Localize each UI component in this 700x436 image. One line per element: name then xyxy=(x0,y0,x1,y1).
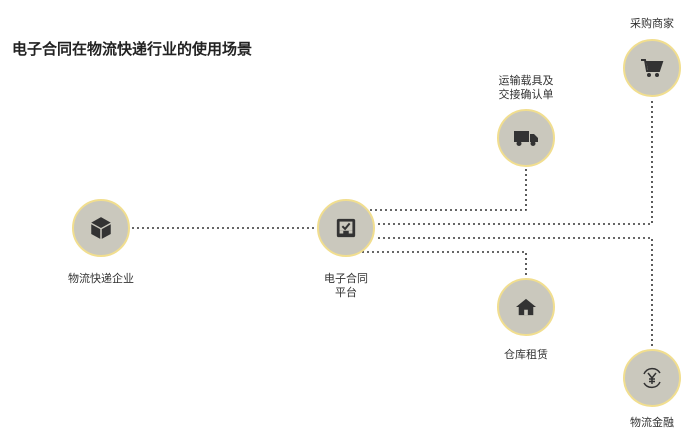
label-platform-line1: 电子合同 xyxy=(324,272,368,285)
label-purchase: 采购商家 xyxy=(630,17,674,30)
label-platform: 电子合同 平台 xyxy=(324,272,368,300)
line-platform-purchase xyxy=(378,98,653,225)
node-platform xyxy=(317,199,375,257)
label-transport-line2: 交接确认单 xyxy=(498,88,554,101)
page-title: 电子合同在物流快递行业的使用场景 xyxy=(12,40,253,58)
box-icon xyxy=(91,217,111,239)
label-enterprise: 物流快递企业 xyxy=(68,272,134,285)
checkbox-tray-icon xyxy=(336,218,356,238)
label-platform-line2: 平台 xyxy=(335,286,357,299)
label-transport: 运输载具及 交接确认单 xyxy=(499,74,554,102)
line-platform-transport xyxy=(370,168,527,211)
cart-icon xyxy=(641,59,664,77)
node-enterprise xyxy=(72,199,130,257)
node-finance xyxy=(623,349,681,407)
node-transport xyxy=(497,109,555,167)
label-warehouse: 仓库租赁 xyxy=(504,348,548,361)
yen-cycle-icon xyxy=(643,367,661,389)
line-platform-warehouse xyxy=(362,251,527,278)
node-warehouse xyxy=(497,278,555,336)
line-platform-finance xyxy=(378,237,653,348)
label-transport-line1: 运输载具及 xyxy=(498,74,554,87)
label-finance: 物流金融 xyxy=(630,416,674,429)
node-purchase xyxy=(623,39,681,97)
house-icon xyxy=(516,298,536,316)
truck-icon xyxy=(514,131,538,146)
